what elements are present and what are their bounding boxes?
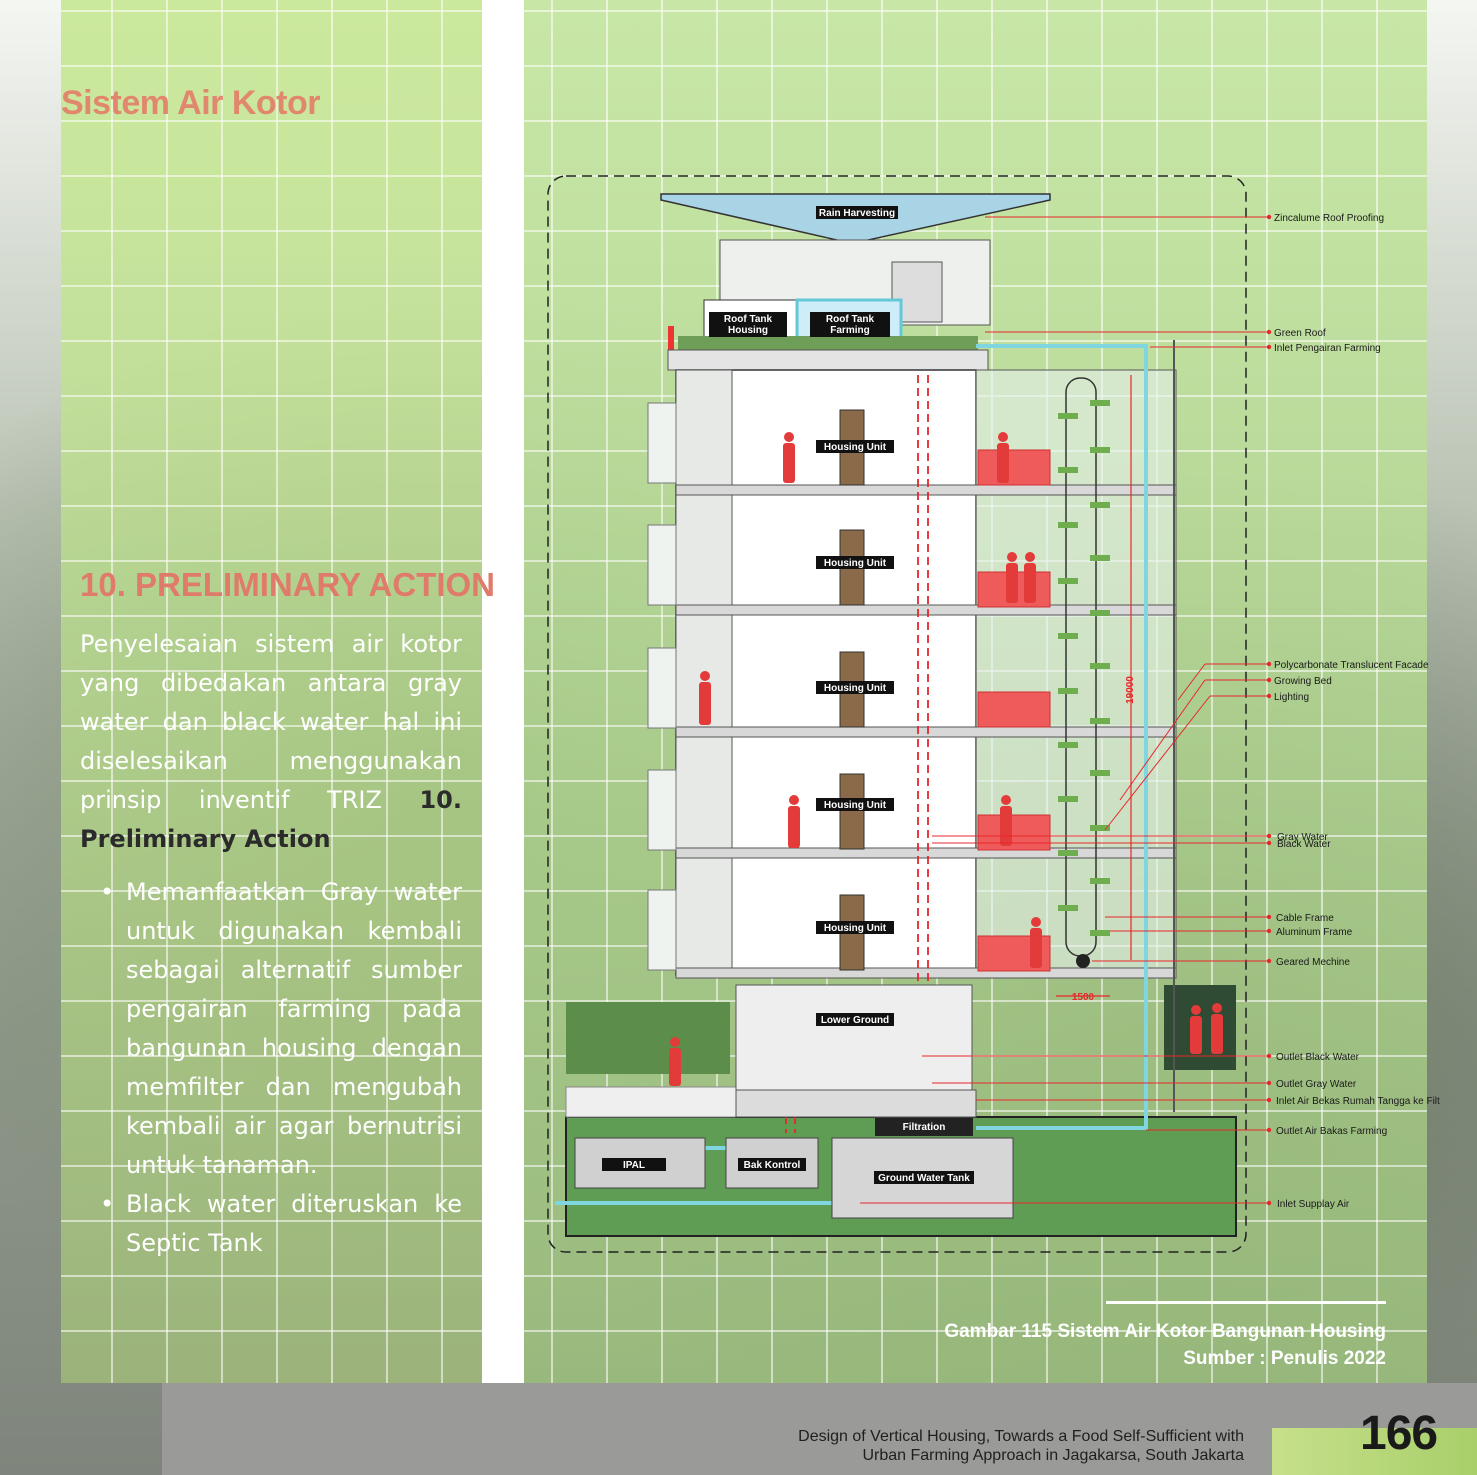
page-number-tab: [1272, 1428, 1477, 1475]
bottom-band: [162, 1383, 1477, 1475]
supply-pipes: [555, 344, 1148, 1205]
page-number: 166: [1360, 1407, 1438, 1460]
dimension-19000: 19000: [1125, 676, 1136, 704]
footer-line-2: Urban Farming Approach in Jagakarsa, Sou…: [862, 1447, 1244, 1464]
label-bak-kontrol: Bak Kontrol: [744, 1160, 801, 1171]
figure-source: Sumber : Penulis 2022: [1183, 1348, 1386, 1369]
list-item: • Memanfaatkan Gray water untuk digunakan…: [80, 873, 462, 1185]
label-roof-tank-farming-1: Roof Tank: [826, 314, 875, 325]
label-roof-tank-housing-2: Housing: [728, 325, 768, 336]
annotation-black-water: Black Water: [1277, 839, 1331, 850]
lower-slab: [735, 1089, 977, 1118]
annotation-inlet-farming: Inlet Pengairan Farming: [1274, 343, 1381, 354]
ground-steps: [565, 1086, 737, 1118]
green-wall: [566, 1002, 730, 1074]
floor-slabs: [675, 484, 1177, 979]
body-paragraph: Penyelesaian sistem air kotor yang dibed…: [80, 625, 462, 859]
annotation-growing-bed: Growing Bed: [1274, 676, 1332, 687]
annotation-cable-frame: Cable Frame: [1276, 913, 1334, 924]
growing-beds: [1058, 400, 1110, 936]
figure-caption: Gambar 115 Sistem Air Kotor Bangunan Hou…: [944, 1321, 1386, 1342]
column-gutter: [482, 0, 524, 1383]
paragraph-emphasis: 10. Preliminary Action: [80, 786, 462, 853]
label-housing-unit: Housing Unit: [824, 923, 887, 934]
balconies: [647, 402, 677, 971]
list-item: • Black water diteruskan ke Septic Tank: [80, 1185, 462, 1263]
paragraph-text: Penyelesaian sistem air kotor yang dibed…: [80, 630, 462, 814]
drawing-labels: Rain Harvesting Roof Tank Housing Roof T…: [602, 206, 974, 1184]
dimension-1500: 1500: [1072, 992, 1095, 1003]
footer-line-1: Design of Vertical Housing, Towards a Fo…: [798, 1428, 1244, 1445]
annotation-inlet-supply: Inlet Supplay Air: [1277, 1199, 1350, 1210]
annotation-aluminum-frame: Aluminum Frame: [1276, 927, 1353, 938]
label-ground-water-tank: Ground Water Tank: [878, 1173, 970, 1184]
annotation-gray-water: Gray Water: [1277, 832, 1328, 843]
leader-lines: [860, 216, 1268, 1204]
label-housing-unit: Housing Unit: [824, 442, 887, 453]
page-title: Sistem Air Kotor: [61, 84, 321, 122]
roof-slab: [667, 349, 989, 371]
label-housing-unit: Housing Unit: [824, 683, 887, 694]
footer-text: Design of Vertical Housing, Towards a Fo…: [798, 1427, 1244, 1465]
annotation-inlet-bekas: Inlet Air Bekas Rumah Tangga ke Filt: [1276, 1096, 1440, 1107]
annotations: Zincalume Roof Proofing Green Roof Inlet…: [1274, 213, 1440, 1210]
bullet-list: • Memanfaatkan Gray water untuk digunakan…: [80, 873, 462, 1263]
annotation-lighting: Lighting: [1274, 692, 1309, 703]
bullet-icon: •: [100, 1190, 115, 1218]
section-drawing: Rain Harvesting Roof Tank Housing Roof T…: [547, 175, 1440, 1253]
section-heading: 10. PRELIMINARY ACTION: [80, 566, 495, 603]
dimension-lines: [1056, 375, 1132, 997]
annotation-zincalume: Zincalume Roof Proofing: [1274, 213, 1384, 224]
geared-machine-icon: [1076, 954, 1090, 968]
filtration-box: [875, 1118, 973, 1136]
annotation-polycarbonate: Polycarbonate Translucent Facade: [1274, 660, 1429, 671]
label-ipal: IPAL: [623, 1160, 645, 1171]
lower-ground-room: [735, 984, 973, 1091]
bullet-text: Black water diteruskan ke Septic Tank: [126, 1190, 462, 1257]
label-filtration: Filtration: [903, 1122, 946, 1133]
label-roof-tank-farming-2: Farming: [830, 325, 869, 336]
label-roof-tank-housing-1: Roof Tank: [724, 314, 773, 325]
bullet-icon: •: [100, 878, 115, 906]
label-housing-unit: Housing Unit: [824, 800, 887, 811]
annotation-outlet-black: Outlet Black Water: [1276, 1052, 1360, 1063]
people-figures: [669, 432, 1223, 1086]
caption-rule: [1106, 1301, 1386, 1304]
label-rain-harvesting: Rain Harvesting: [819, 208, 895, 219]
green-roof: [678, 336, 978, 350]
label-lower-ground: Lower Ground: [821, 1015, 889, 1026]
leader-dots: [1266, 214, 1272, 1206]
annotation-geared-machine: Geared Mechine: [1276, 957, 1350, 968]
roof-parapet: [668, 326, 674, 362]
bullet-text: Memanfaatkan Gray water untuk digunakan …: [126, 878, 462, 1179]
annotation-green-roof: Green Roof: [1274, 328, 1326, 339]
annotation-outlet-gray: Outlet Gray Water: [1276, 1079, 1357, 1090]
label-housing-unit: Housing Unit: [824, 558, 887, 569]
annotation-outlet-bekas: Outlet Air Bakas Farming: [1276, 1126, 1387, 1137]
drawing-frame: [547, 175, 1247, 1253]
